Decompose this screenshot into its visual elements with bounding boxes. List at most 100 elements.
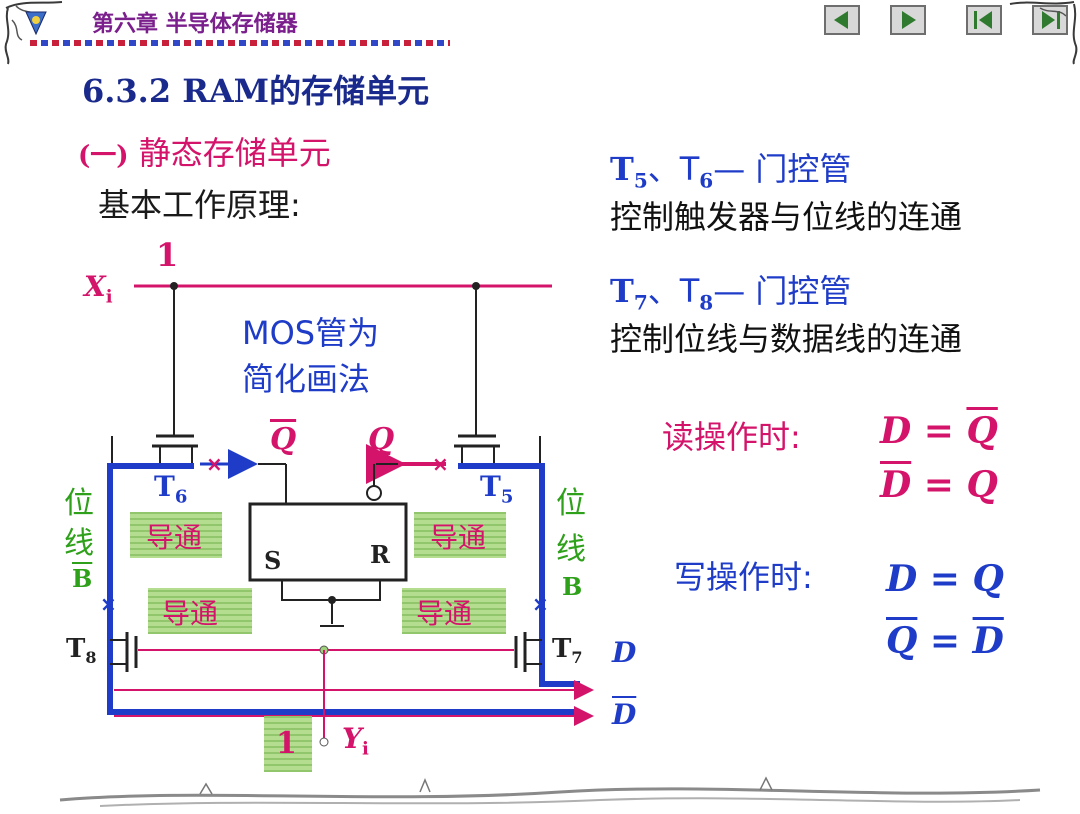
write-label: 写操作时: — [674, 558, 813, 596]
t8-sub: 8 — [85, 648, 97, 668]
cross-mark: × — [432, 452, 449, 476]
conducting-label: 导通 — [430, 521, 487, 554]
t78-heading: T7、T8— 门控管 — [610, 266, 851, 314]
t8-letter: T — [66, 634, 86, 664]
t7-sub: 7 — [571, 648, 583, 668]
t78-text-c: — 门控管 — [713, 272, 852, 310]
write-equation-2: Q = D — [886, 620, 1004, 662]
mos-note-2: 简化画法 — [242, 360, 371, 398]
y-signal-name: Y — [342, 722, 362, 755]
read-eq1-left: D — [880, 410, 912, 452]
triangle-right-icon — [902, 11, 916, 29]
skip-first-icon — [974, 11, 992, 29]
write-eq1-right: Q — [972, 558, 1004, 600]
read-eq2-right: Q — [966, 464, 998, 506]
conducting-label: 导通 — [146, 521, 203, 554]
d-bar-output-label: D — [612, 698, 637, 731]
cross-mark: × — [100, 592, 117, 616]
conducting-box — [414, 512, 506, 558]
next-slide-button[interactable] — [890, 5, 926, 35]
flip-flop-box — [248, 502, 408, 582]
triangle-left-icon — [834, 11, 848, 29]
t56-text-b: 、T — [647, 150, 700, 188]
bit-line-b — [458, 463, 580, 687]
read-label: 读操作时: — [662, 418, 801, 456]
t6-letter: T — [154, 470, 175, 503]
principle-label: 基本工作原理: — [98, 186, 301, 224]
cross-mark: × — [532, 592, 549, 616]
write-eq2-left: Q — [886, 620, 918, 662]
y-value: 1 — [276, 726, 297, 761]
subsection-heading: (一) 静态存储单元 — [78, 128, 331, 174]
write-equation-1: D = Q — [886, 558, 1004, 600]
prev-slide-button[interactable] — [824, 5, 860, 35]
subsection-number: (一) — [78, 141, 129, 171]
conducting-label: 导通 — [162, 597, 219, 630]
conducting-box — [402, 588, 506, 634]
t56-sub-2: 6 — [699, 168, 714, 193]
read-equation-1: D = Q — [880, 410, 998, 452]
read-equation-2: D = Q — [880, 464, 998, 506]
t56-sub-1: 5 — [633, 168, 648, 193]
mos-note-1: MOS管为 — [242, 314, 380, 352]
t5-sub: 5 — [500, 486, 514, 508]
t7-label: T7 — [552, 634, 583, 667]
x-signal-label: Xi — [84, 270, 113, 308]
last-slide-button[interactable] — [1032, 5, 1068, 35]
x-signal-name: X — [84, 270, 106, 303]
t8-label: T8 — [66, 634, 97, 667]
transistor-t6 — [152, 434, 198, 466]
x-value: 1 — [156, 236, 179, 274]
q-label: Q — [368, 422, 395, 457]
bitline-left-name: B — [72, 564, 93, 593]
t56-description: 控制触发器与位线的连通 — [610, 198, 963, 236]
write-eq1-left: D — [886, 558, 918, 600]
read-eq2-eq: = — [911, 464, 967, 506]
cross-mark: × — [206, 452, 223, 476]
t78-sub-1: 7 — [633, 290, 648, 315]
t78-text-a: T — [610, 272, 634, 310]
corner-ornament-right — [1000, 0, 1080, 66]
skip-last-icon — [1042, 11, 1060, 29]
transistor-t7 — [514, 632, 542, 672]
bitline-left-char-2: 线 — [64, 526, 94, 561]
t5-label: T5 — [480, 470, 513, 508]
conducting-box — [130, 512, 222, 558]
read-eq2-left: D — [880, 464, 912, 506]
read-eq1-eq: = — [911, 410, 967, 452]
bit-line-b-bar — [107, 463, 580, 715]
bitline-right-name: B — [562, 572, 583, 601]
bitline-right-char-2: 线 — [556, 532, 586, 567]
t56-text-c: — 门控管 — [713, 150, 852, 188]
y-signal-label: Yi — [342, 722, 369, 760]
d-output-label: D — [612, 636, 637, 669]
header-divider — [30, 40, 450, 46]
t78-description: 控制位线与数据线的连通 — [610, 320, 963, 358]
first-slide-button[interactable] — [966, 5, 1002, 35]
write-eq2-eq: = — [917, 620, 973, 662]
subsection-title: 静态存储单元 — [138, 134, 331, 172]
ff-r-label: R — [370, 540, 390, 569]
section-title: 6.3.2 RAM的存储单元 — [82, 72, 430, 110]
read-eq1-right: Q — [966, 410, 998, 452]
t6-label: T6 — [154, 470, 187, 508]
conducting-box — [148, 588, 252, 634]
q-bar-label: Q — [270, 422, 297, 457]
t5-letter: T — [480, 470, 501, 503]
transistor-t5 — [454, 434, 500, 466]
t6-sub: 6 — [174, 486, 188, 508]
t56-text-a: T — [610, 150, 634, 188]
t56-heading: T5、T6— 门控管 — [610, 144, 851, 192]
footer-ornament — [0, 770, 1080, 810]
t78-sub-2: 8 — [699, 290, 714, 315]
write-eq1-eq: = — [917, 558, 973, 600]
y-value-box — [264, 716, 312, 772]
y-signal-sub: i — [362, 738, 369, 760]
transistor-t8 — [110, 632, 138, 672]
x-signal-sub: i — [105, 286, 113, 308]
t78-text-b: 、T — [647, 272, 700, 310]
ff-s-label: S — [264, 546, 282, 575]
bitline-left-char-1: 位 — [64, 486, 94, 521]
corner-ornament — [2, 0, 82, 66]
conducting-label: 导通 — [416, 597, 473, 630]
